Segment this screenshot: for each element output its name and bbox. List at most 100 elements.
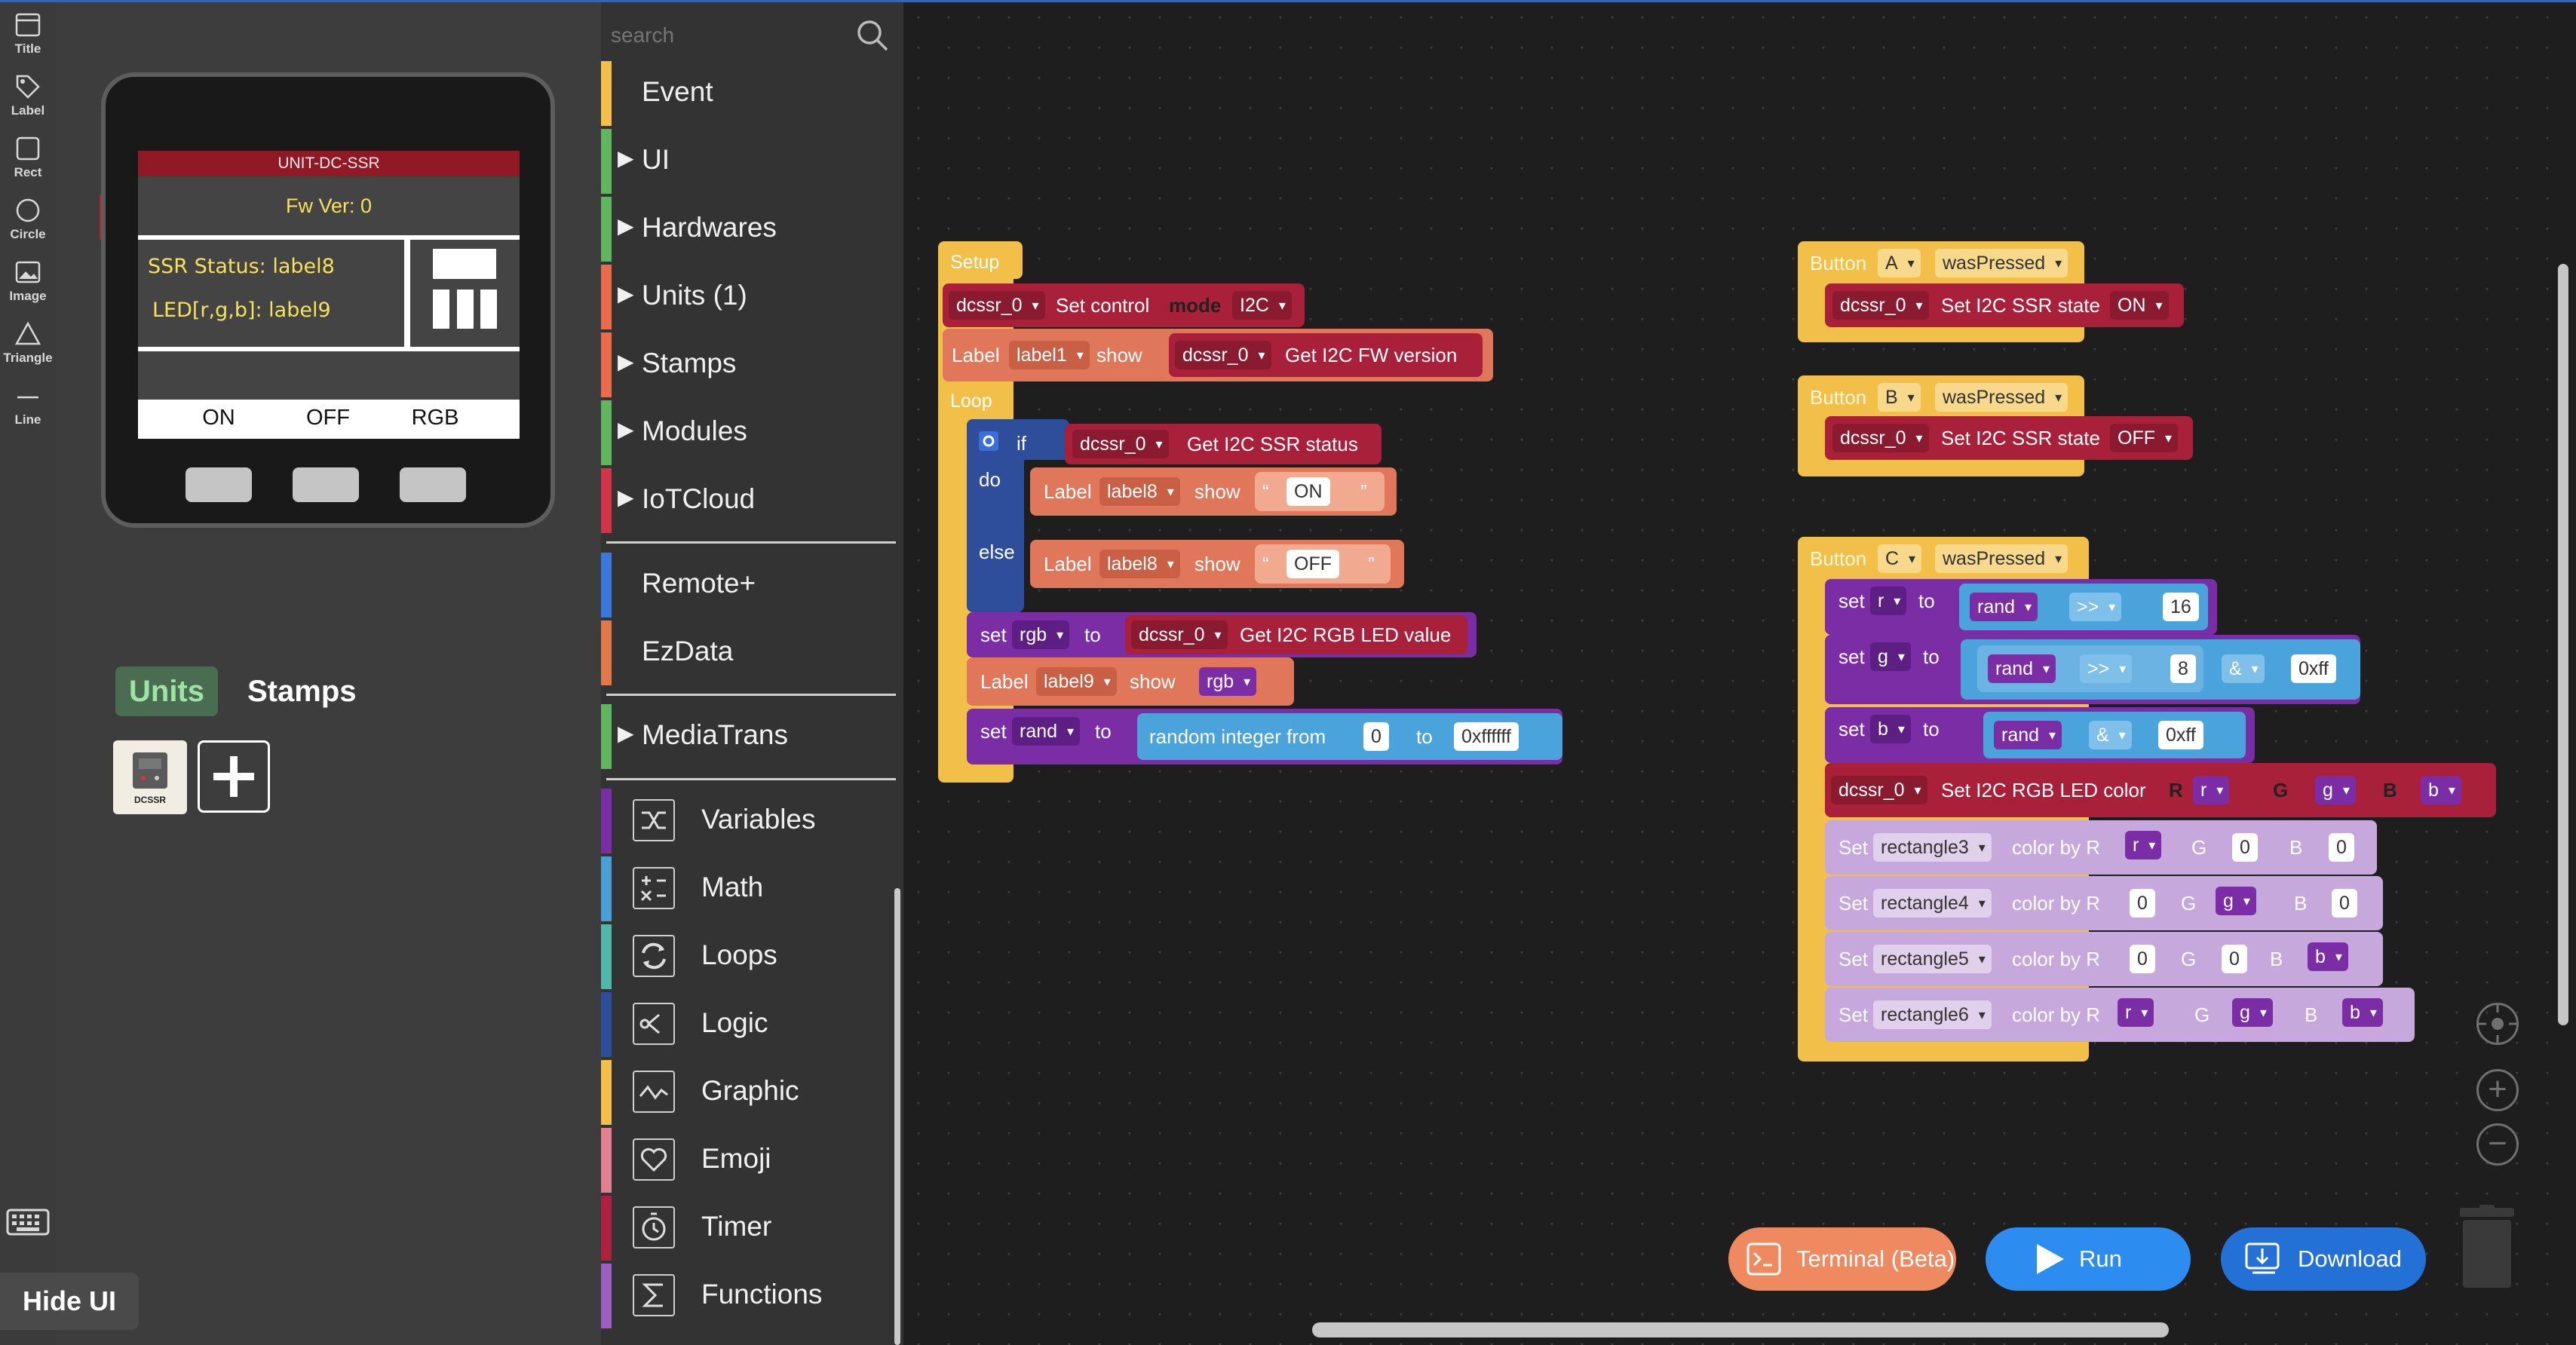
operator-dropdown[interactable]: >> [2069,593,2122,621]
get-fw-version-block[interactable]: dcssr_0 Get I2C FW version [1169,333,1483,377]
category-stamps[interactable]: ▶Stamps [601,332,897,397]
object-dropdown[interactable]: dcssr_0 [1832,291,1929,320]
number-value[interactable]: 0xffffff [1454,722,1519,751]
text-value[interactable]: ON [1286,477,1330,506]
zoom-in-button[interactable]: + [2476,1069,2519,1111]
category-loops[interactable]: Loops [601,924,897,989]
button-dropdown[interactable]: C [1878,544,1922,573]
set-g-variable-block[interactable]: set g to rand >> 8 & 0xff [1825,635,2360,704]
variable-dropdown[interactable]: b [1870,715,1911,743]
rectangle-dropdown[interactable]: rectangle6 [1873,1000,1992,1029]
screen-button-off[interactable]: OFF [306,406,350,430]
button-dropdown[interactable]: A [1878,249,1921,277]
recenter-button[interactable] [2476,1003,2519,1045]
object-dropdown[interactable]: dcssr_0 [949,291,1045,320]
set-control-mode-block[interactable]: dcssr_0 Set control mode I2C [943,283,1305,327]
variable-dropdown[interactable]: b [2342,998,2383,1027]
number-value[interactable]: 0 [2332,889,2357,918]
set-rgb-variable-block[interactable]: set rgb to dcssr_0 Get I2C RGB LED value [967,612,1477,657]
download-button[interactable]: Download [2221,1227,2426,1291]
screen-button-on[interactable]: ON [202,406,235,430]
set-rgb-led-color-block[interactable]: dcssr_0 Set I2C RGB LED color R r G g B … [1825,763,2496,817]
category-event[interactable]: Event [601,61,897,126]
rectangle-dropdown[interactable]: rectangle5 [1873,945,1992,973]
category-scrollbar[interactable] [894,888,900,1345]
tab-units[interactable]: Units [115,666,218,716]
gear-icon[interactable] [977,430,1000,452]
event-dropdown[interactable]: wasPressed [1935,383,2068,412]
variable-dropdown[interactable]: r [1870,587,1907,615]
rectangle-dropdown[interactable]: rectangle4 [1873,889,1992,918]
keyboard-icon[interactable] [6,1209,50,1236]
screen-button-rgb[interactable]: RGB [411,406,459,430]
label-dropdown[interactable]: label1 [1009,341,1090,369]
state-dropdown[interactable]: OFF [2110,424,2178,452]
variable-dropdown[interactable]: rand [1970,593,2038,621]
text-block[interactable]: “ ON ” [1255,472,1385,511]
number-value[interactable]: 0 [1363,722,1389,751]
mode-dropdown[interactable]: I2C [1232,291,1292,320]
variable-dropdown[interactable]: b [2421,776,2461,804]
category-ui[interactable]: ▶UI [601,129,897,194]
category-graphic[interactable]: Graphic [601,1060,897,1125]
screen-led-label[interactable]: LED[r,g,b]: label9 [152,299,331,322]
variable-dropdown[interactable]: g [2216,887,2256,915]
operator-dropdown[interactable]: & [2222,654,2265,683]
tool-label[interactable]: Label [0,67,56,126]
random-integer-block[interactable]: random integer from 0 to 0xffffff [1137,713,1562,760]
run-button[interactable]: Run [1986,1227,2191,1291]
rectangle-widget[interactable] [433,249,496,279]
category-ezdata[interactable]: EzData [601,620,897,685]
set-rectangle-color-block[interactable]: Set rectangle4 color by R 0 G g B 0 [1825,876,2383,930]
number-value[interactable]: 16 [2163,593,2199,621]
bitand-block[interactable]: rand & 0xff [1983,712,2246,758]
variable-dropdown[interactable]: g [2232,998,2273,1027]
label-dropdown[interactable]: label8 [1099,550,1180,578]
event-dropdown[interactable]: wasPressed [1935,249,2068,277]
search-input[interactable] [609,14,839,57]
operator-dropdown[interactable]: & [2089,721,2132,749]
set-r-variable-block[interactable]: set r to rand >> 16 [1825,579,2217,635]
number-value[interactable]: 0 [2329,833,2354,862]
get-rgb-value-block[interactable]: dcssr_0 Get I2C RGB LED value [1125,615,1467,654]
category-logic[interactable]: Logic [601,992,897,1057]
number-value[interactable]: 0xff [2158,721,2203,749]
set-rectangle-color-block[interactable]: Set rectangle3 color by R r G 0 B 0 [1825,820,2377,875]
trash-icon[interactable] [2457,1205,2517,1291]
hardware-button-a[interactable] [186,467,252,502]
bitand-block[interactable]: rand >> 8 & 0xff [1961,639,2360,700]
variable-dropdown[interactable]: g [2315,776,2356,804]
variable-dropdown[interactable]: r [2125,831,2162,859]
variable-dropdown[interactable]: rgb [1012,620,1070,649]
category-modules[interactable]: ▶Modules [601,400,897,465]
category-hardwares[interactable]: ▶Hardwares [601,197,897,262]
add-unit-button[interactable] [198,740,270,813]
operator-dropdown[interactable]: >> [2080,654,2133,683]
bitshift-block[interactable]: rand >> 8 [1977,645,2203,692]
object-dropdown[interactable]: dcssr_0 [1832,424,1929,452]
screen-fw-label[interactable]: Fw Ver: 0 [285,195,373,217]
setup-hat-block[interactable]: Setup [938,241,1023,279]
label-dropdown[interactable]: label9 [1036,667,1117,696]
number-value[interactable]: 0 [2232,833,2258,862]
screen-ssr-label[interactable]: SSR Status: label8 [148,255,335,278]
category-iotcloud[interactable]: ▶IoTCloud [601,468,897,533]
vertical-scrollbar[interactable] [2558,264,2568,1025]
tab-stamps[interactable]: Stamps [247,675,357,708]
variable-dropdown[interactable]: b [2308,942,2348,971]
category-mediatrans[interactable]: ▶MediaTrans [601,704,897,769]
variable-dropdown[interactable]: r [2118,998,2154,1027]
variable-dropdown[interactable]: g [1870,642,1911,671]
object-dropdown[interactable]: dcssr_0 [1072,430,1169,458]
object-dropdown[interactable]: dcssr_0 [1175,341,1271,369]
zoom-out-button[interactable]: − [2476,1123,2519,1166]
label-show-block[interactable]: Label label1 show dcssr_0 Get I2C FW ver… [943,329,1493,381]
get-ssr-status-block[interactable]: dcssr_0 Get I2C SSR status [1065,424,1382,464]
number-value[interactable]: 0 [2130,889,2155,918]
tool-circle[interactable]: Circle [0,191,56,250]
hardware-button-b[interactable] [293,467,359,502]
category-emoji[interactable]: Emoji [601,1128,897,1193]
label-dropdown[interactable]: label8 [1099,477,1180,506]
label-show-on-block[interactable]: Label label8 show “ ON ” [1030,467,1397,516]
state-dropdown[interactable]: ON [2110,291,2169,320]
